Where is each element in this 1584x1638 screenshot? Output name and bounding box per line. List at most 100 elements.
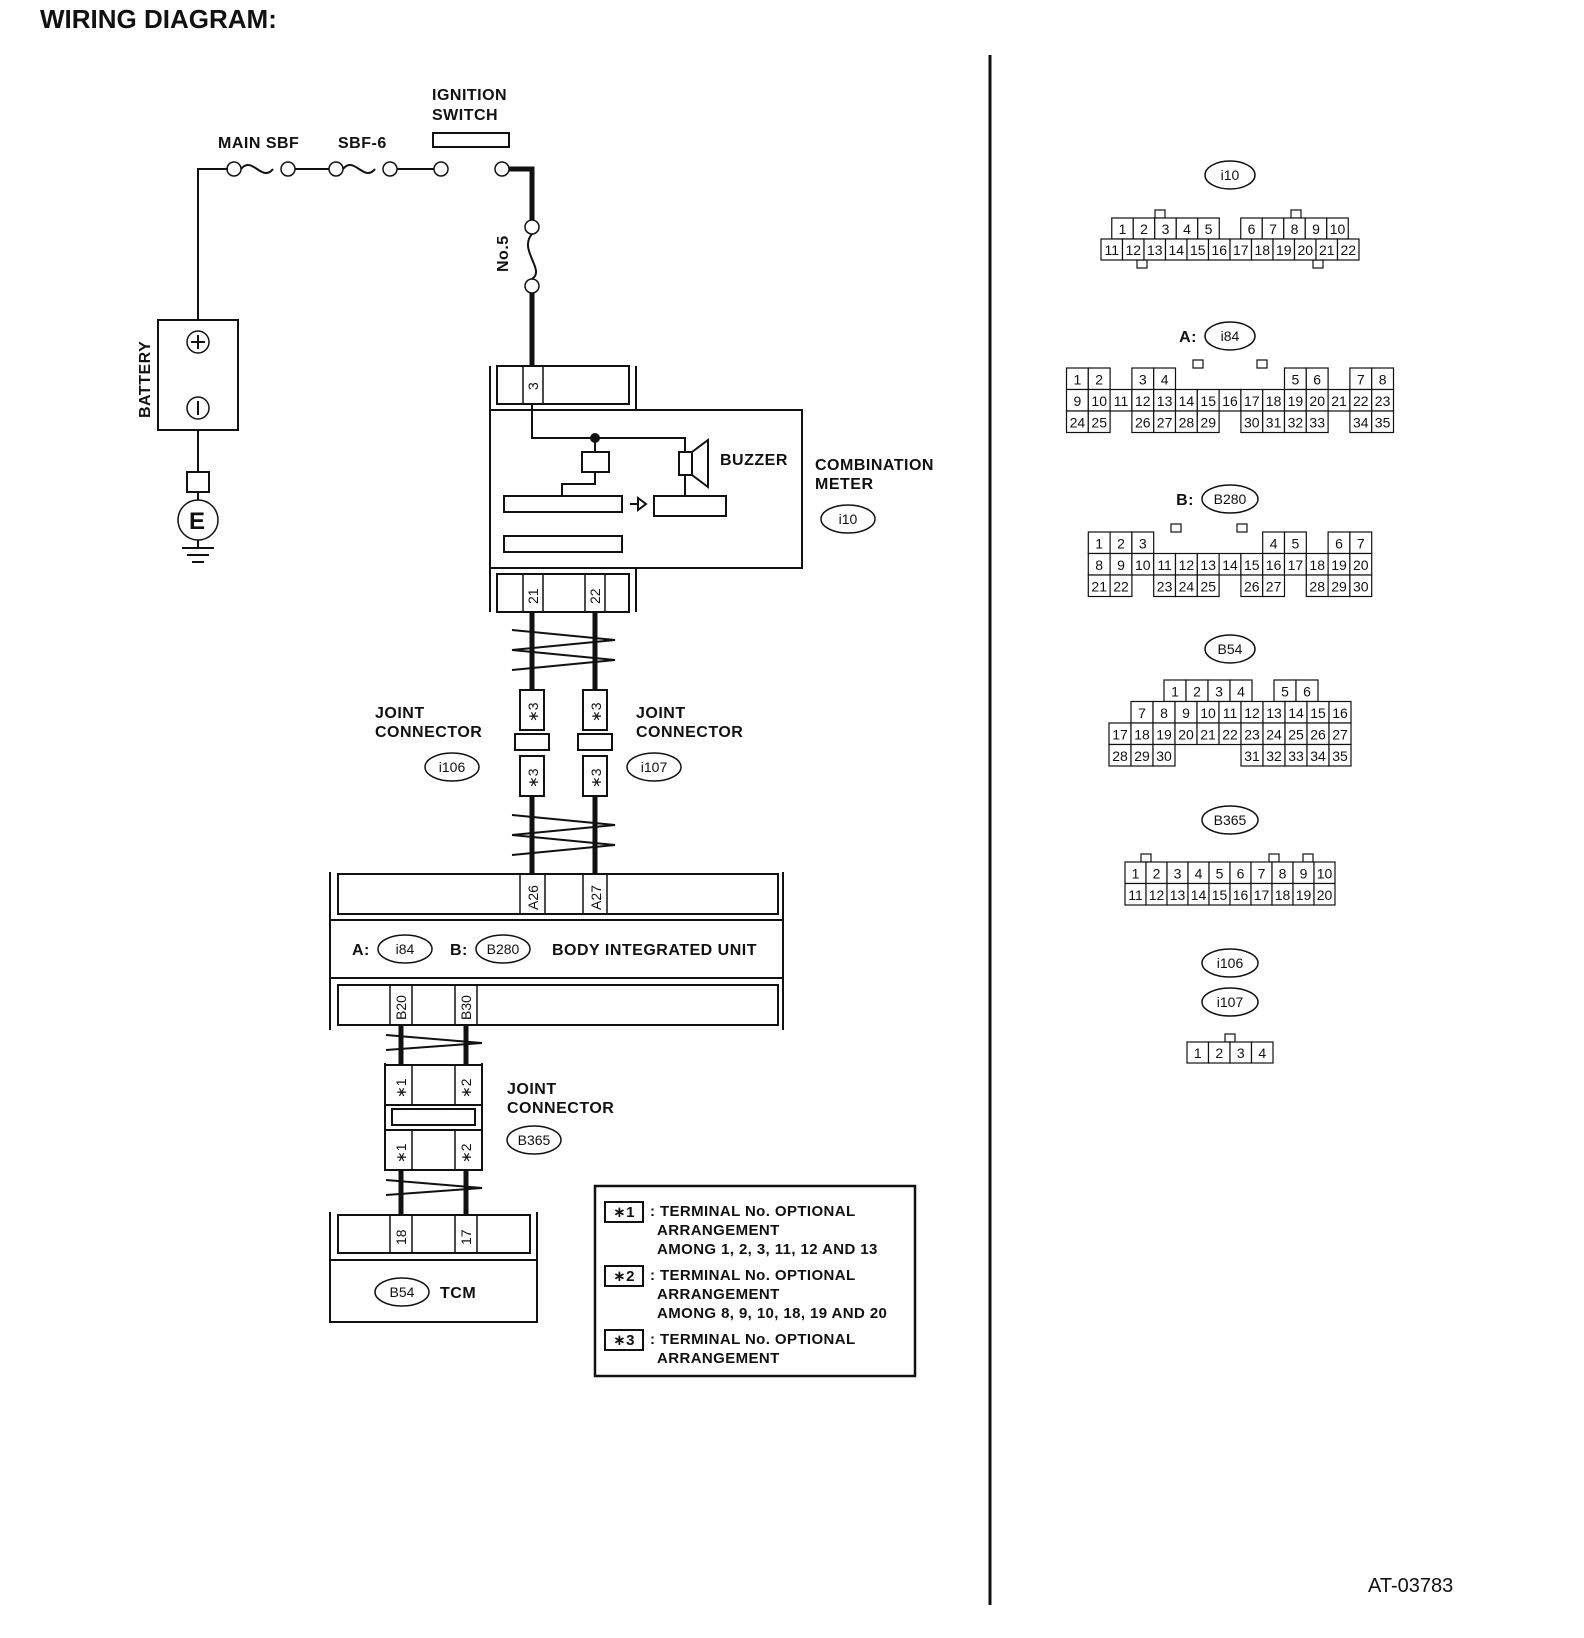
connector-pin-number: 4 [1161, 372, 1169, 388]
connector-pin-number: 10 [1091, 393, 1107, 409]
connector-pin-number: 27 [1266, 579, 1282, 595]
biu-pin-a27: A27 [588, 885, 604, 910]
legend-line: ARRANGEMENT [657, 1286, 780, 1303]
connector-pin-number: 10 [1200, 705, 1216, 721]
connector-pin-number: 24 [1070, 415, 1086, 431]
connector-pin-number: 23 [1244, 727, 1260, 743]
connector-cell [1262, 574, 1286, 598]
connector-pin-number: 21 [1200, 727, 1216, 743]
connector-pin-number: 7 [1269, 221, 1277, 237]
connector-pin-number: 12 [1244, 705, 1260, 721]
meter-pin-22: 22 [587, 588, 603, 604]
connector-pin-number: 11 [1157, 557, 1172, 573]
connector-pin-number: 14 [1222, 557, 1238, 573]
connector-pin-number: 25 [1288, 727, 1304, 743]
connector-pin-number: 6 [1237, 866, 1245, 882]
connector-pin-number: 30 [1156, 748, 1172, 764]
connector-pin-number: 2 [1153, 866, 1161, 882]
meter-name-2: METER [815, 476, 874, 493]
meter-pin-21: 21 [525, 588, 541, 604]
connector-cell [1336, 238, 1360, 261]
tcm-name: TCM [440, 1285, 476, 1302]
connector-pin-number: 16 [1266, 557, 1282, 573]
connector-pin-number: 30 [1244, 415, 1260, 431]
combination-meter: 3 BUZZER COMBINATION METER i10 21 22 [489, 365, 933, 613]
sbf6-fuse [342, 163, 376, 175]
connector-cell [1196, 410, 1220, 434]
connector-prefix: A: [1179, 329, 1197, 346]
battery-label: BATTERY [137, 341, 154, 418]
biu-conn-b: B280 [487, 941, 520, 957]
connector-pin-number: 11 [1114, 393, 1129, 409]
connector-pin-number: 16 [1222, 393, 1238, 409]
connector-pin-number: 10 [1317, 866, 1333, 882]
connector-pin-number: 29 [1200, 415, 1216, 431]
connector-pin-number: 26 [1244, 579, 1260, 595]
tcm-pin-17: 17 [458, 1229, 474, 1245]
svg-text:∗3: ∗3 [525, 768, 541, 788]
legend-line: AMONG 1, 2, 3, 11, 12 AND 13 [657, 1241, 878, 1258]
connector-pin-number: 29 [1331, 579, 1347, 595]
tcm: 18 17 B54 TCM [329, 1212, 538, 1323]
connector-pin-number: 21 [1319, 242, 1335, 258]
connector-id: i106 [1217, 955, 1244, 971]
connector-pin-number: 20 [1317, 887, 1333, 903]
connector-pin-number: 33 [1309, 415, 1325, 431]
connector-prefix: B: [1176, 492, 1194, 509]
connector-pin-number: 18 [1134, 727, 1150, 743]
connector-pin-number: 19 [1156, 727, 1172, 743]
connector-pin-number: 17 [1288, 557, 1304, 573]
tcm-pin-18: 18 [393, 1229, 409, 1245]
connector-pin-number: 26 [1135, 415, 1151, 431]
legend-item: ∗1: TERMINAL No. OPTIONALARRANGEMENTAMON… [604, 1201, 878, 1258]
connector-pin-number: 21 [1331, 393, 1347, 409]
svg-text:B:: B: [450, 942, 468, 959]
connector-pin-number: 10 [1330, 221, 1346, 237]
connector-pin-number: 3 [1139, 372, 1147, 388]
connector-pin-number: 20 [1297, 242, 1313, 258]
connector-pin-number: 23 [1375, 393, 1391, 409]
connector-pin-number: 17 [1233, 242, 1249, 258]
connector-pin-number: 22 [1113, 579, 1129, 595]
connector-id: B365 [1214, 812, 1247, 828]
connector-pin-number: 19 [1331, 557, 1347, 573]
connector-pin-number: 13 [1157, 393, 1173, 409]
connector-pin-number: 5 [1205, 221, 1213, 237]
biu-pin-b30: B30 [458, 995, 474, 1020]
jc-b365-label-1: JOINT [507, 1081, 557, 1098]
biu-name: BODY INTEGRATED UNIT [552, 942, 757, 959]
connector-pin-number: 12 [1125, 242, 1141, 258]
connector-pin-number: 18 [1275, 887, 1291, 903]
connector-pin-number: 7 [1357, 536, 1365, 552]
connector-face-i106: i106 [1201, 948, 1259, 978]
connector-cell [1087, 410, 1111, 434]
legend: ∗1: TERMINAL No. OPTIONALARRANGEMENTAMON… [593, 1184, 917, 1378]
main-sbf-fuse [240, 163, 274, 175]
jc-i106-id: i106 [439, 759, 466, 775]
connector-pin-number: 34 [1353, 415, 1369, 431]
connector-pin-number: 4 [1183, 221, 1191, 237]
legend-item: ∗2: TERMINAL No. OPTIONALARRANGEMENTAMON… [604, 1265, 887, 1322]
buzzer-label: BUZZER [720, 452, 788, 469]
connector-pin-number: 2 [1140, 221, 1148, 237]
connector-pin-number: 7 [1138, 705, 1146, 721]
connector-pin-number: 16 [1211, 242, 1227, 258]
connector-pin-number: 31 [1266, 415, 1282, 431]
connector-pin-number: 22 [1353, 393, 1369, 409]
connector-pin-number: 6 [1248, 221, 1256, 237]
biu-conn-a: i84 [396, 941, 415, 957]
connector-pin-number: 20 [1178, 727, 1194, 743]
connector-pin-number: 28 [1112, 748, 1128, 764]
connector-id: B54 [1218, 641, 1243, 657]
connector-pin-number: 28 [1309, 579, 1325, 595]
connector-pin-number: 24 [1179, 579, 1195, 595]
connector-pin-number: 22 [1222, 727, 1238, 743]
svg-text:∗3: ∗3 [588, 702, 604, 722]
connector-pin-number: 1 [1194, 1045, 1202, 1061]
connector-pin-number: 27 [1157, 415, 1173, 431]
connector-pin-number: 22 [1340, 242, 1356, 258]
